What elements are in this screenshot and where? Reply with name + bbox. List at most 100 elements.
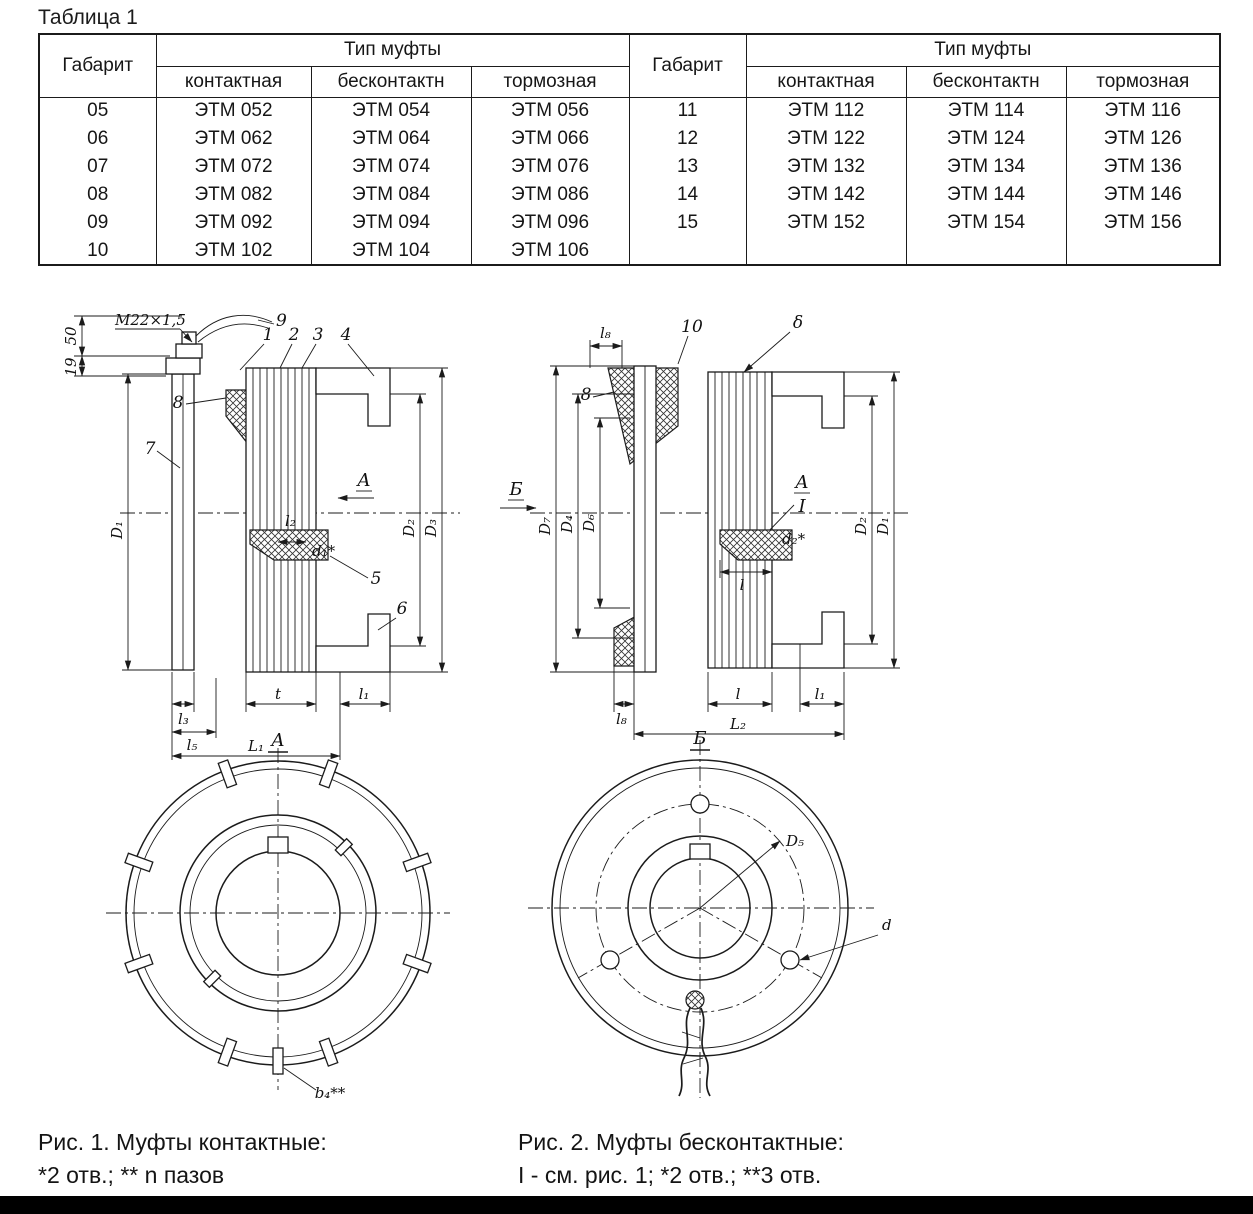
dim-l2-label: l₂ [285,512,296,530]
gabarit-cell: 15 [628,209,747,237]
table-cell: ЭТМ 054 [310,97,472,125]
table-row: 10 ЭТМ 102 ЭТМ 104 ЭТМ 106 [38,237,1221,265]
section-a-label: A [356,470,371,491]
part-6-label: 6 [397,599,408,619]
fig1-cross-section: 9 М22×1,5 50 19 8 7 [62,311,460,760]
subheader-contact-left: контактная [155,65,312,98]
dim-l1-label: l₁ [359,685,370,703]
fig1-front-view: A b₄** [106,730,450,1102]
part-3-label: 3 [313,325,324,345]
table-cell: ЭТМ 114 [905,97,1067,125]
table-cell: ЭТМ 062 [155,125,312,153]
dim-19-label: 19 [62,357,80,377]
technical-drawing: 9 М22×1,5 50 19 8 7 [62,311,908,1102]
dim-l1-fig2-label: l₁ [815,685,826,703]
fig1-caption: Рис. 1. Муфты контактные: *2 отв.; ** n … [38,1126,327,1192]
table-cell: ЭТМ 132 [745,153,907,181]
table-cell: ЭТМ 094 [310,209,472,237]
table-cell: ЭТМ 112 [745,97,907,125]
part-8-label-fig2: 8 [581,385,592,405]
table-cell [905,237,1067,265]
couplings-table: Габарит Тип муфты Габарит Тип муфты конт… [38,33,1222,266]
section-b-label: Б [508,479,522,500]
gabarit-cell: 11 [628,97,747,125]
header-gabarit-left: Габарит [38,33,157,98]
table-cell: ЭТМ 126 [1065,125,1221,153]
dim-D2-fig2-label: D₂ [852,517,870,536]
subheader-contactless-right: бесконтактн [905,65,1067,98]
table-cell: ЭТМ 154 [905,209,1067,237]
dim-D6-label: D₆ [580,514,598,533]
table-cell: ЭТМ 142 [745,181,907,209]
dim-50-label: 50 [62,326,80,346]
gabarit-cell: 13 [628,153,747,181]
dim-D7-label: D₇ [536,517,554,536]
dim-D4-label: D₄ [558,515,576,534]
detail-i-label: I [797,496,806,517]
table-cell: ЭТМ 136 [1065,153,1221,181]
table-row: 08 ЭТМ 082 ЭТМ 084 ЭТМ 086 14 ЭТМ 142 ЭТ… [38,181,1221,209]
dim-D3-label: D₃ [422,519,440,538]
fig2-front-view: Б D₅ d [528,728,892,1098]
table-cell: ЭТМ 092 [155,209,312,237]
gabarit-cell: 08 [38,181,157,209]
header-type-left: Тип муфты [155,33,630,67]
table-cell [1065,237,1221,265]
view-b-title: Б [692,728,706,749]
table-cell: ЭТМ 064 [310,125,472,153]
thread-note: М22×1,5 [114,311,186,329]
bottom-black-bar [0,1196,1253,1214]
dim-t-label: t [275,685,282,703]
table-cell: ЭТМ 066 [470,125,630,153]
dim-l5-label: l₅ [187,736,198,754]
gabarit-cell: 07 [38,153,157,181]
table-cell: ЭТМ 106 [470,237,630,265]
fig2-disc-stack [714,372,766,668]
part-1-label: 1 [263,325,274,345]
table-cell: ЭТМ 144 [905,181,1067,209]
part-5-label: 5 [371,569,382,589]
gabarit-cell: 05 [38,97,157,125]
fig2-caption-line1: Рис. 2. Муфты бесконтактные: [518,1129,844,1155]
dim-D2-label: D₂ [400,519,418,538]
subheader-brake-left: тормозная [470,65,630,98]
part-2-label: 2 [288,325,300,345]
table-cell: ЭТМ 152 [745,209,907,237]
part-4-label: 4 [340,325,352,345]
fig1-caption-line1: Рис. 1. Муфты контактные: [38,1129,327,1155]
delta-label: δ [793,313,803,333]
part-10-label: 10 [681,317,703,337]
fig2-cross-section: 8 l₈ 10 δ [500,313,908,740]
table-cell: ЭТМ 052 [155,97,312,125]
dim-D5-label: D₅ [785,832,804,850]
dim-D1-fig2-label: D₁ [874,517,892,536]
section-a-callout: A [794,472,809,493]
dim-l-label: l [736,685,741,703]
table-cell: ЭТМ 074 [310,153,472,181]
table-cell: ЭТМ 104 [310,237,472,265]
gabarit-cell: 10 [38,237,157,265]
table-cell: ЭТМ 086 [470,181,630,209]
gabarit-cell: 14 [628,181,747,209]
table-cell: ЭТМ 146 [1065,181,1221,209]
table-cell: ЭТМ 156 [1065,209,1221,237]
dim-L2-label: L₂ [729,715,746,733]
table-cell: ЭТМ 102 [155,237,312,265]
fig1-caption-line2: *2 отв.; ** n пазов [38,1162,225,1188]
dim-L1-label: L₁ [247,737,264,755]
table-title: Таблица 1 [38,6,138,29]
gabarit-cell: 09 [38,209,157,237]
table-cell: ЭТМ 084 [310,181,472,209]
part-9-label: 9 [276,311,287,331]
subheader-brake-right: тормозная [1065,65,1221,98]
table-cell: ЭТМ 122 [745,125,907,153]
part-8-label: 8 [173,393,184,413]
table-row: 06 ЭТМ 062 ЭТМ 064 ЭТМ 066 12 ЭТМ 122 ЭТ… [38,125,1221,153]
table-cell: ЭТМ 056 [470,97,630,125]
table-cell: ЭТМ 096 [470,209,630,237]
view-a-title: A [270,730,285,751]
dim-l3-label: l₃ [178,710,189,728]
dim-l8-top-label: l₈ [600,324,611,342]
subheader-contactless-left: бесконтактн [310,65,472,98]
dim-b4-label: b₄** [315,1084,346,1102]
